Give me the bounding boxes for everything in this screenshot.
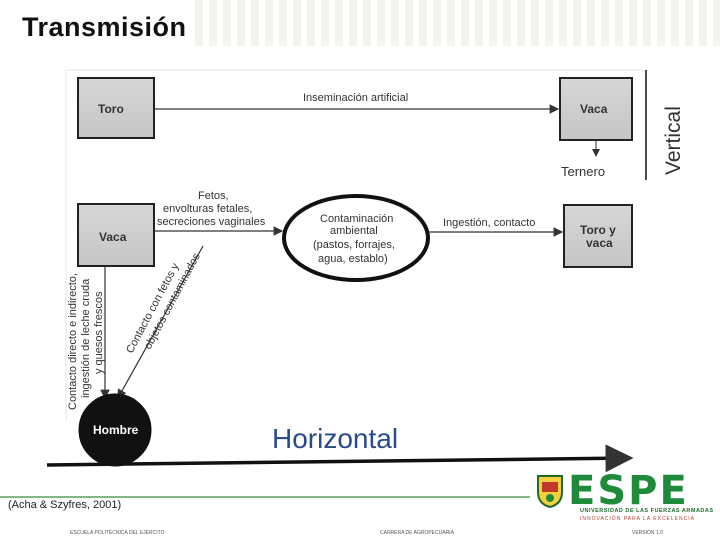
ellipse-to-hombre-arrow (117, 245, 204, 400)
contacto-directo-line-1: Contacto directo e indirecto, (67, 273, 79, 410)
hombre-label: Hombre (93, 423, 139, 437)
toro-box (77, 77, 155, 139)
hombre-circle (78, 393, 152, 467)
inseminacion-label: Inseminación artificial (303, 92, 408, 104)
ellipse-line-2: ambiental (330, 225, 378, 237)
source-citation: (Acha & Szyfres, 2001) (8, 499, 122, 511)
ellipse-line-4: agua, establo) (318, 253, 388, 265)
shield-icon (537, 475, 563, 508)
ellipse-line-1: Contaminación (320, 213, 393, 225)
vaca-top-label: Vaca (580, 102, 608, 116)
fetos-line-1: Fetos, (198, 190, 229, 202)
footer-center: CARRERA DE AGROPECUARIA (380, 530, 454, 536)
vertical-label: Vertical (662, 106, 685, 175)
vaca-left-label: Vaca (99, 230, 127, 244)
logo-line-2: INNOVACIÓN PARA LA EXCELENCIA (580, 516, 695, 522)
ingestion-label: Ingestión, contacto (443, 217, 535, 229)
footer-left: ESCUELA POLITÉCNICA DEL EJÉRCITO (70, 530, 165, 536)
vaca-top-box (559, 77, 633, 141)
toro-vaca-label-1: Toro y (580, 223, 616, 237)
page-title: Transmisión (22, 12, 187, 42)
contaminacion-ellipse (282, 194, 430, 282)
title-bar-pattern (195, 0, 720, 46)
logo-brand: ESPE (568, 468, 689, 514)
title-bar (0, 0, 720, 50)
footer-right: VERSIÓN 1.0 (632, 530, 663, 536)
espe-logo: ESPE UNIVERSIDAD DE LAS FUERZAS ARMADAS … (522, 468, 714, 528)
logo-line-1: UNIVERSIDAD DE LAS FUERZAS ARMADAS (580, 508, 714, 514)
footer: ESCUELA POLITÉCNICA DEL EJÉRCITO CARRERA… (0, 530, 720, 540)
toro-label: Toro (98, 102, 124, 116)
toro-vaca-label-2: vaca (586, 236, 613, 250)
ternero-label: Ternero (561, 164, 605, 179)
ellipse-line-3: (pastos, forrajes, (313, 239, 395, 251)
toro-vaca-box (563, 204, 633, 268)
fetos-line-3: secreciones vaginales (157, 216, 266, 228)
vaca-left-box (77, 203, 155, 267)
fetos-line-2: envolturas fetales, (163, 203, 252, 215)
horizontal-label: Horizontal (272, 423, 399, 454)
contacto-directo-line-3: y quesos frescos (93, 291, 105, 374)
horizontal-arrow (46, 444, 634, 473)
contacto-directo-line-2: ingestión de leche cruda (80, 278, 92, 398)
